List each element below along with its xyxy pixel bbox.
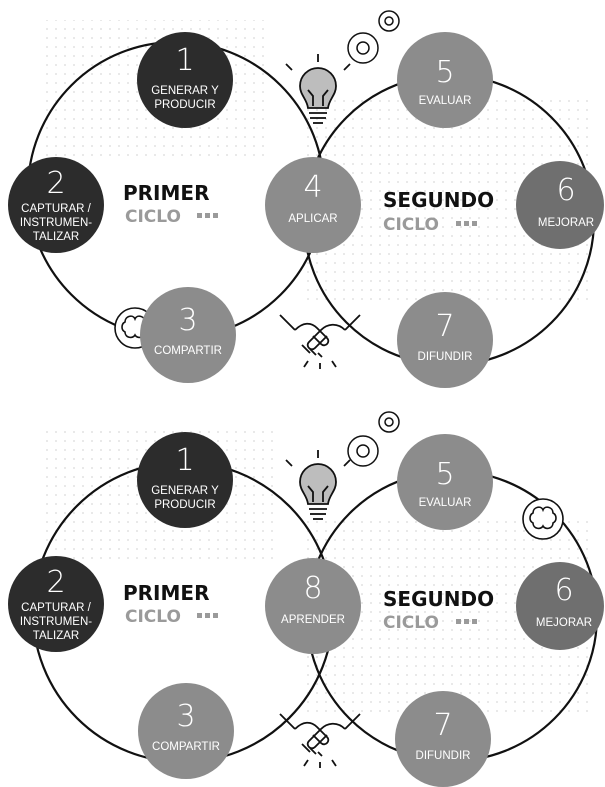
step-label: APLICAR bbox=[288, 213, 337, 225]
step-number: 6 bbox=[554, 573, 573, 608]
step-node-6[interactable]: 6 MEJORAR bbox=[516, 562, 604, 650]
first-cycle-title: PRIMER bbox=[123, 181, 209, 205]
step-node-8[interactable]: 8 APRENDER bbox=[265, 558, 361, 654]
cycle-diagram-top-svg: PRIMER CICLO SEGUNDO CICLO bbox=[8, 10, 604, 388]
step-label: DIFUNDIR bbox=[416, 750, 471, 762]
cycle-diagram-bottom-svg: PRIMER CICLO SEGUNDO CICLO bbox=[8, 411, 604, 787]
cycle-diagram-bottom: PRIMER CICLO SEGUNDO CICLO bbox=[0, 394, 605, 787]
step-number: 3 bbox=[176, 699, 195, 734]
step-label: EVALUAR bbox=[419, 95, 472, 107]
step-label: COMPARTIR bbox=[152, 741, 220, 753]
step-number: 5 bbox=[435, 457, 454, 492]
step-node-5[interactable]: 5 EVALUAR bbox=[397, 32, 493, 128]
step-node-7[interactable]: 7 DIFUNDIR bbox=[397, 292, 493, 388]
brain-icon bbox=[522, 498, 564, 540]
step-number: 1 bbox=[175, 443, 194, 478]
ellipsis-dots-icon bbox=[197, 613, 218, 618]
step-node-3[interactable]: 3 COMPARTIR bbox=[138, 683, 234, 779]
step-node-2[interactable]: 2 CAPTURAR / INSTRUMEN- TALIZAR bbox=[8, 157, 104, 253]
ellipsis-dots-icon bbox=[197, 213, 218, 218]
second-cycle-title: SEGUNDO bbox=[383, 188, 494, 212]
step-label: CAPTURAR / bbox=[21, 203, 91, 215]
step-number: 2 bbox=[46, 166, 65, 201]
step-number: 4 bbox=[303, 170, 322, 205]
step-label: PRODUCIR bbox=[154, 499, 215, 511]
step-node-2[interactable]: 2 CAPTURAR / INSTRUMEN- TALIZAR bbox=[8, 556, 104, 652]
step-label: PRODUCIR bbox=[154, 99, 215, 111]
step-number: 3 bbox=[178, 303, 197, 338]
ellipsis-dots-icon bbox=[456, 221, 477, 226]
first-cycle-title: PRIMER bbox=[123, 581, 209, 605]
step-node-4[interactable]: 4 APLICAR bbox=[265, 157, 361, 253]
step-label: MEJORAR bbox=[538, 217, 594, 229]
step-label: TALIZAR bbox=[33, 630, 79, 642]
cycle-diagram-top: PRIMER CICLO SEGUNDO CICLO bbox=[0, 0, 605, 393]
first-cycle-subtitle: CICLO bbox=[125, 207, 181, 227]
step-label: GENERAR Y bbox=[151, 85, 219, 97]
step-label: APRENDER bbox=[281, 614, 345, 626]
step-number: 6 bbox=[556, 173, 575, 208]
second-cycle-title: SEGUNDO bbox=[383, 587, 494, 611]
step-node-5[interactable]: 5 EVALUAR bbox=[397, 434, 493, 530]
step-number: 2 bbox=[46, 565, 65, 600]
step-label: DIFUNDIR bbox=[418, 351, 473, 363]
first-cycle-subtitle: CICLO bbox=[125, 607, 181, 627]
step-node-3[interactable]: 3 COMPARTIR bbox=[140, 287, 236, 383]
step-label: INSTRUMEN- bbox=[20, 217, 92, 229]
step-label: EVALUAR bbox=[419, 497, 472, 509]
step-number: 8 bbox=[303, 571, 322, 606]
step-label: COMPARTIR bbox=[154, 345, 222, 357]
gears-icon bbox=[347, 411, 400, 467]
step-label: MEJORAR bbox=[536, 617, 592, 629]
step-label: GENERAR Y bbox=[151, 485, 219, 497]
step-node-6[interactable]: 6 MEJORAR bbox=[516, 161, 604, 249]
ellipsis-dots-icon bbox=[456, 619, 477, 624]
handshake-icon bbox=[279, 314, 361, 369]
step-number: 7 bbox=[435, 309, 454, 344]
step-label: INSTRUMEN- bbox=[20, 616, 92, 628]
handshake-icon bbox=[279, 713, 361, 768]
second-cycle-subtitle: CICLO bbox=[383, 613, 439, 633]
step-label: TALIZAR bbox=[33, 231, 79, 243]
step-label: CAPTURAR / bbox=[21, 602, 91, 614]
step-node-1[interactable]: 1 GENERAR Y PRODUCIR bbox=[137, 432, 233, 528]
lightbulb-icon bbox=[285, 54, 351, 124]
step-number: 1 bbox=[175, 43, 194, 78]
second-cycle-subtitle: CICLO bbox=[383, 215, 439, 235]
step-node-1[interactable]: 1 GENERAR Y PRODUCIR bbox=[137, 32, 233, 128]
step-number: 7 bbox=[433, 708, 452, 743]
step-node-7[interactable]: 7 DIFUNDIR bbox=[395, 691, 491, 787]
step-number: 5 bbox=[435, 55, 454, 90]
gears-icon bbox=[347, 10, 400, 64]
lightbulb-icon bbox=[285, 450, 351, 520]
